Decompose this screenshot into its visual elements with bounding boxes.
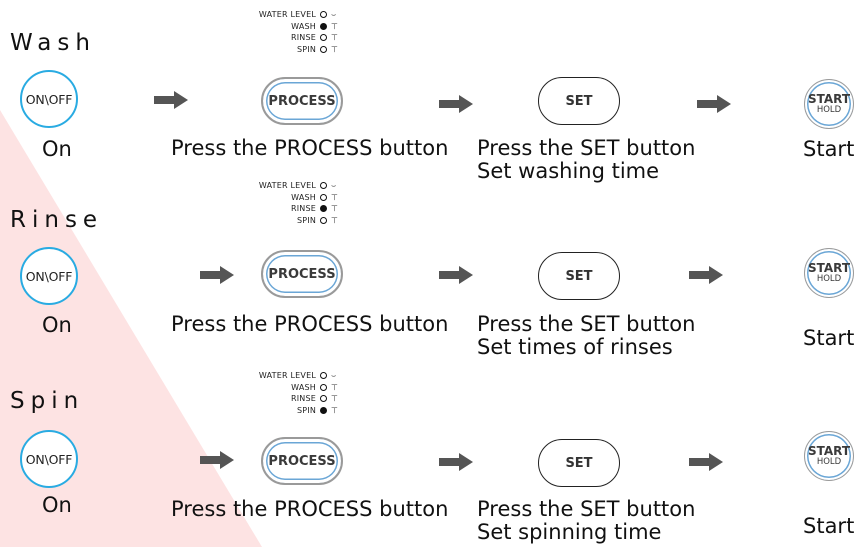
set-button[interactable]: SET xyxy=(538,252,620,300)
shirt-icon: ⊤ xyxy=(331,382,338,392)
indicator-spin: SPIN⊤ xyxy=(231,44,341,56)
hold-text: HOLD xyxy=(816,105,842,116)
process-button[interactable]: PROCESS xyxy=(261,250,343,298)
shirt-icon: ⊤ xyxy=(331,44,338,54)
start-hold-button[interactable]: START HOLD xyxy=(804,248,854,298)
shirt-icon: ⊤ xyxy=(331,394,338,404)
hold-text: HOLD xyxy=(816,274,842,285)
indicator-spin: SPIN⊤ xyxy=(231,405,341,417)
right-arrow-icon xyxy=(200,266,234,284)
indicator-panel: WATER LEVEL⌣ WASH⊤ RINSE⊤ SPIN⊤ xyxy=(231,9,341,55)
shirt-icon: ⊤ xyxy=(331,33,338,43)
indicator-water-level: WATER LEVEL⌣ xyxy=(231,370,341,382)
step-row-wash: Wash ON\OFF On WATER LEVEL⌣ WASH⊤ RINSE⊤… xyxy=(0,0,865,185)
start-label: Start xyxy=(803,137,855,161)
right-arrow-icon xyxy=(689,266,723,284)
right-arrow-icon xyxy=(200,451,234,469)
row-title: Spin xyxy=(10,388,85,414)
shirt-icon: ⊤ xyxy=(331,215,338,225)
start-text: START xyxy=(807,444,851,459)
indicator-wash: WASH⊤ xyxy=(231,192,341,204)
press-set-caption: Press the SET button xyxy=(477,136,696,160)
set-detail-caption: Set washing time xyxy=(477,159,660,183)
press-process-caption: Press the PROCESS button xyxy=(171,497,449,521)
start-hold-button[interactable]: START HOLD xyxy=(804,79,854,129)
right-arrow-icon xyxy=(154,91,188,109)
on-off-button[interactable]: ON\OFF xyxy=(20,70,78,128)
set-button[interactable]: SET xyxy=(538,439,620,487)
shirt-icon: ⊤ xyxy=(331,21,338,31)
start-text: START xyxy=(807,261,851,276)
basin-icon: ⌣ xyxy=(331,371,337,380)
right-arrow-icon xyxy=(689,453,723,471)
start-label: Start xyxy=(803,326,855,350)
start-text: START xyxy=(807,92,851,107)
on-off-button[interactable]: ON\OFF xyxy=(20,430,78,488)
indicator-spin: SPIN⊤ xyxy=(231,215,341,227)
step-row-rinse: Rinse ON\OFF On WATER LEVEL⌣ WASH⊤ RINSE… xyxy=(0,0,865,359)
shirt-icon: ⊤ xyxy=(331,204,338,214)
row-title: Rinse xyxy=(10,207,104,233)
process-button[interactable]: PROCESS xyxy=(261,437,343,485)
indicator-rinse: RINSE⊤ xyxy=(231,393,341,405)
shirt-icon: ⊤ xyxy=(331,405,338,415)
on-off-button[interactable]: ON\OFF xyxy=(20,247,78,305)
basin-icon: ⌣ xyxy=(331,10,337,19)
set-detail-caption: Set times of rinses xyxy=(477,335,673,359)
indicator-water-level: WATER LEVEL⌣ xyxy=(231,9,341,21)
press-process-caption: Press the PROCESS button xyxy=(171,136,449,160)
on-label: On xyxy=(42,493,72,517)
press-set-caption: Press the SET button xyxy=(477,497,696,521)
hold-text: HOLD xyxy=(816,457,842,468)
indicator-panel: WATER LEVEL⌣ WASH⊤ RINSE⊤ SPIN⊤ xyxy=(231,370,341,416)
on-label: On xyxy=(42,137,72,161)
press-set-caption: Press the SET button xyxy=(477,312,696,336)
right-arrow-icon xyxy=(439,266,473,284)
start-hold-button[interactable]: START HOLD xyxy=(804,431,854,481)
indicator-wash: WASH⊤ xyxy=(231,382,341,394)
indicator-water-level: WATER LEVEL⌣ xyxy=(231,180,341,192)
indicator-panel: WATER LEVEL⌣ WASH⊤ RINSE⊤ SPIN⊤ xyxy=(231,180,341,226)
set-detail-caption: Set spinning time xyxy=(477,520,662,544)
press-process-caption: Press the PROCESS button xyxy=(171,312,449,336)
indicator-wash: WASH⊤ xyxy=(231,21,341,33)
basin-icon: ⌣ xyxy=(331,181,337,190)
indicator-rinse: RINSE⊤ xyxy=(231,203,341,215)
row-title: Wash xyxy=(10,30,96,56)
set-button[interactable]: SET xyxy=(538,77,620,125)
indicator-rinse: RINSE⊤ xyxy=(231,32,341,44)
right-arrow-icon xyxy=(439,453,473,471)
shirt-icon: ⊤ xyxy=(331,192,338,202)
start-label: Start xyxy=(803,514,855,538)
right-arrow-icon xyxy=(697,95,731,113)
right-arrow-icon xyxy=(439,95,473,113)
process-button[interactable]: PROCESS xyxy=(261,77,343,125)
on-label: On xyxy=(42,313,72,337)
